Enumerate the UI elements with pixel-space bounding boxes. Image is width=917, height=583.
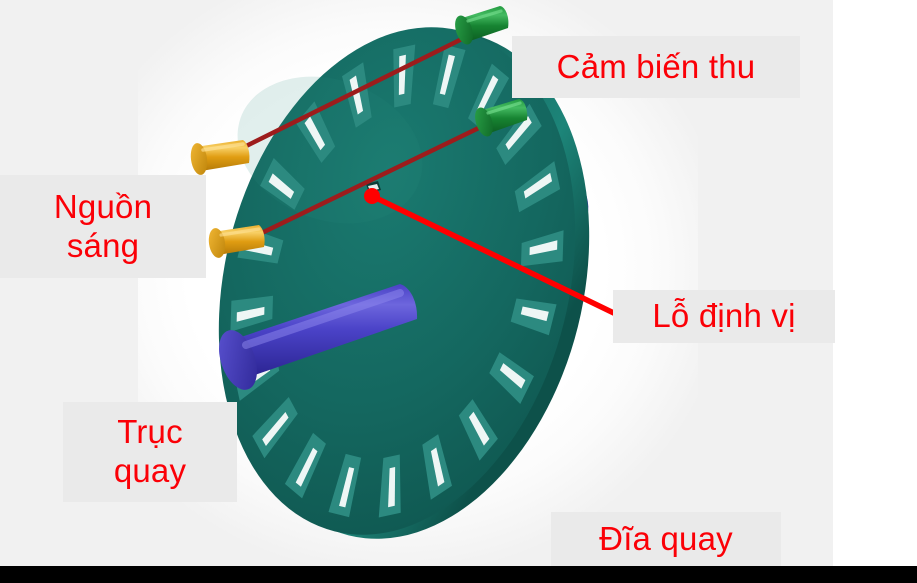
pointer-line (369, 193, 625, 320)
receiver-upper (455, 6, 509, 45)
disc-slot-opening (476, 75, 499, 115)
disc-slot-opening (439, 54, 455, 95)
disc-slot-opening (430, 447, 445, 487)
beam-lower (238, 120, 492, 246)
disc-slot-opening (295, 447, 318, 487)
disc-slot-opening (349, 75, 364, 115)
label-cam-bien-thu: Cảm biến thu (512, 36, 800, 98)
disc-slot-opening (398, 54, 406, 95)
footer-black-bar (0, 566, 917, 583)
light-source-upper (190, 140, 250, 175)
light-source-lower (208, 225, 265, 258)
disc-slot-group (230, 44, 564, 518)
disc-slot-opening (529, 240, 558, 256)
label-dia-quay: Đĩa quay (551, 512, 781, 567)
disc-slot-opening (388, 467, 396, 508)
disc-slot-opening (268, 173, 295, 199)
disc-slot-opening (523, 172, 553, 199)
shaft-front (219, 284, 418, 390)
disc-slot-opening (505, 115, 532, 150)
pointer-dot-start (364, 188, 380, 204)
label-lo-dinh-vi: Lỗ định vị (613, 290, 835, 343)
disc-slot-opening (520, 306, 549, 322)
label-truc-quay: Trục quay (63, 402, 237, 502)
disc-slot-opening (499, 363, 526, 389)
beam-upper (219, 28, 481, 161)
receiver-lower (475, 99, 528, 137)
disc-slot-opening (339, 467, 355, 508)
disc-slot-opening (468, 411, 490, 446)
disc-slot-opening (304, 116, 326, 151)
disc-slot-opening (236, 306, 265, 322)
label-nguon-sang: Nguồn sáng (0, 175, 206, 278)
beam-group (219, 28, 492, 246)
disc-slot-opening (262, 412, 289, 447)
